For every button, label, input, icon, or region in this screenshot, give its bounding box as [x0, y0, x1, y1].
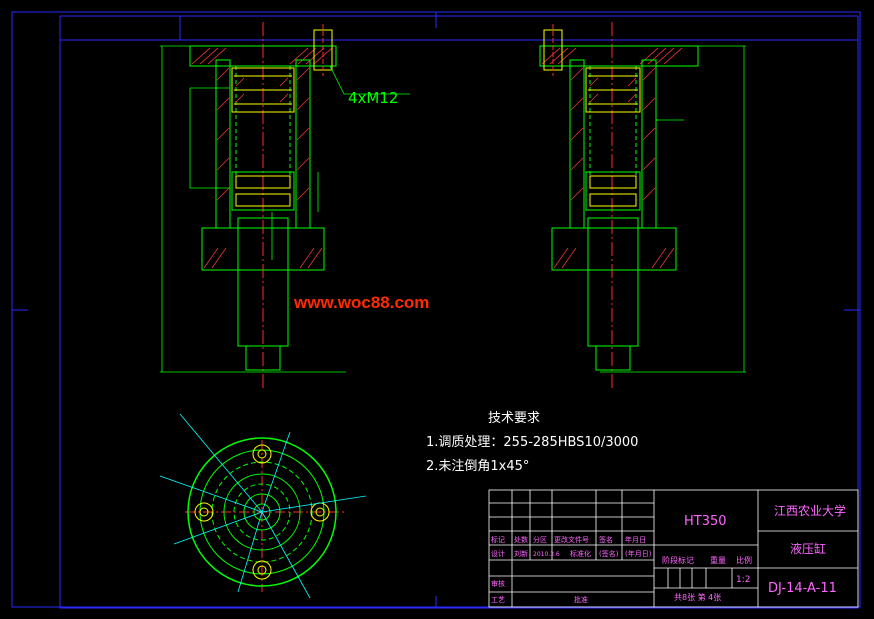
tech-req-item2: 2.未注倒角1x45°: [426, 459, 529, 474]
row-design-4: (签名): [599, 549, 619, 558]
tech-req-item1: 1.调质处理：255-285HBS10/3000: [426, 435, 638, 450]
hdr-mark: 标记: [491, 535, 505, 544]
bolt-spec-label: 4xM12: [348, 89, 398, 107]
bolt-leader: [329, 65, 410, 95]
stage-header: 阶段标记: [662, 555, 694, 565]
left-rod-end: [245, 345, 281, 371]
left-lower-piston: [231, 171, 295, 211]
bolt-holes: [194, 444, 330, 580]
drawing-number: DJ-14-A-11: [768, 581, 837, 596]
right-top-flange: [539, 45, 699, 67]
row-design-5: (年月日): [625, 549, 652, 558]
scale-header: 比例: [736, 555, 752, 565]
left-base: [201, 227, 325, 271]
hdr-date: 年月日: [625, 535, 646, 544]
left-section-view: 4xM12: [160, 22, 410, 390]
row-design-0: 设计: [491, 549, 505, 558]
watermark: www.woc88.com: [293, 293, 429, 312]
left-top-piston: [231, 67, 295, 113]
weight-header: 重量: [710, 555, 726, 565]
left-top-flange: [189, 45, 337, 67]
part-name-label: 液压缸: [790, 541, 826, 556]
approve-label: 批准: [574, 595, 588, 604]
process-label: 工艺: [491, 596, 505, 604]
row-design-1: 刘新: [514, 549, 528, 558]
tech-req-title: 技术要求: [488, 411, 540, 426]
right-lower-piston: [585, 171, 641, 211]
hdr-change-doc: 更改文件号: [554, 535, 589, 544]
right-top-piston: [585, 67, 641, 113]
plan-leaders: [159, 413, 367, 599]
hdr-sign: 签名: [599, 535, 613, 544]
right-base: [551, 227, 677, 271]
title-block-text: HT350 江西农业大学 液压缸 DJ-14-A-11 阶段标记 重量 比例 1…: [491, 503, 846, 604]
drawing-frame: [11, 11, 861, 609]
row-design-3: 标准化: [570, 549, 591, 558]
scale-value: 1:2: [736, 575, 750, 585]
plan-outer-circle: [187, 437, 337, 587]
row-design-2: 2010.3.6: [533, 551, 560, 558]
review-label: 审核: [491, 579, 505, 588]
school-label: 江西农业大学: [774, 503, 846, 518]
tech-requirements: 技术要求 1.调质处理：255-285HBS10/3000 2.未注倒角1x45…: [426, 411, 638, 474]
hdr-zone: 分区: [533, 535, 547, 544]
plan-view: [159, 413, 367, 599]
sheet-count: 共8张 第 4张: [674, 592, 721, 602]
right-section-view: [539, 22, 746, 390]
title-block: [488, 489, 859, 608]
right-rod-end: [595, 345, 631, 371]
material-label: HT350: [684, 514, 727, 529]
hdr-count: 处数: [514, 535, 528, 544]
